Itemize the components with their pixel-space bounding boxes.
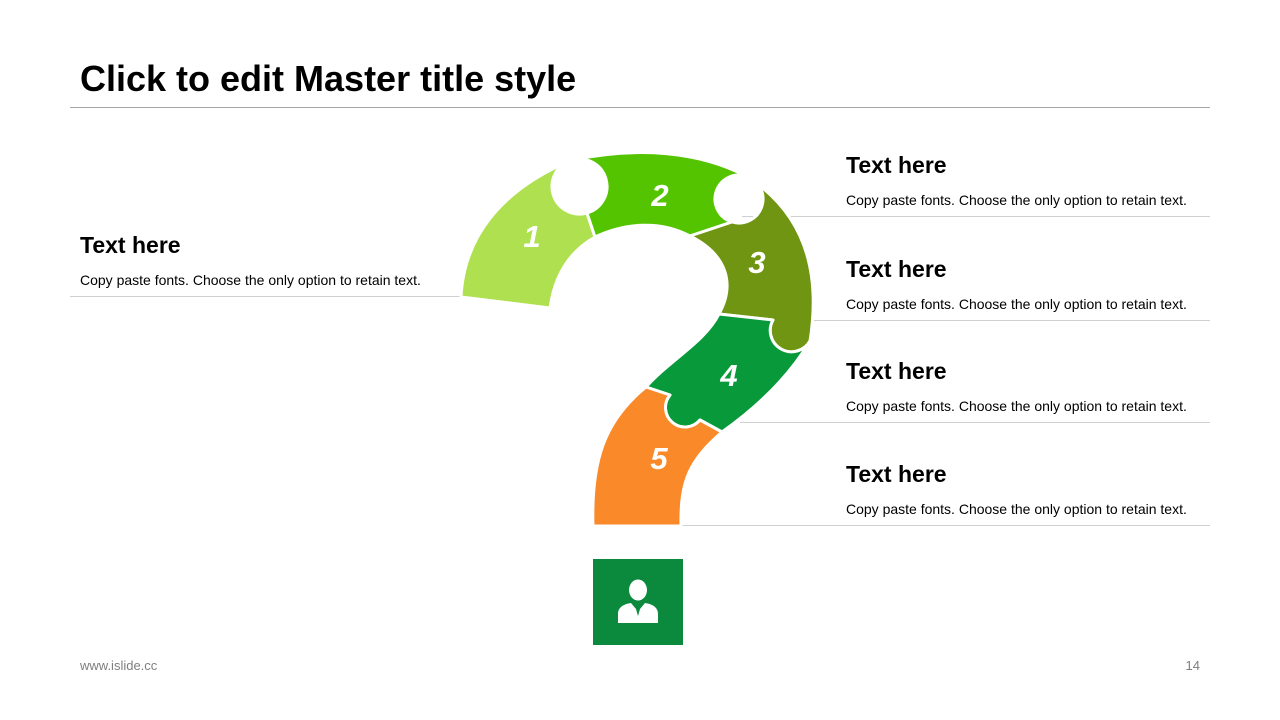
divider-line-right-4 xyxy=(680,525,1210,526)
puzzle-piece-1[interactable] xyxy=(459,158,597,310)
puzzle-piece-5[interactable] xyxy=(591,385,724,528)
user-icon-box[interactable] xyxy=(593,559,683,645)
piece-number-2: 2 xyxy=(650,178,668,213)
divider-line-right-1 xyxy=(742,216,1210,217)
text-block-right-3[interactable]: Text here Copy paste fonts. Choose the o… xyxy=(846,358,1187,414)
block-body: Copy paste fonts. Choose the only option… xyxy=(846,296,1187,312)
block-heading: Text here xyxy=(846,461,947,487)
block-heading: Text here xyxy=(80,232,181,258)
piece-number-4: 4 xyxy=(719,358,737,393)
icon-box-background xyxy=(593,559,683,645)
text-block-right-2[interactable]: Text here Copy paste fonts. Choose the o… xyxy=(846,256,1187,312)
divider-line-left xyxy=(70,296,462,297)
text-block-right-4[interactable]: Text here Copy paste fonts. Choose the o… xyxy=(846,461,1187,517)
piece-number-5: 5 xyxy=(650,441,668,476)
user-icon xyxy=(618,579,658,623)
text-block-right-1[interactable]: Text here Copy paste fonts. Choose the o… xyxy=(846,152,1187,208)
piece-number-1: 1 xyxy=(523,219,540,254)
piece-number-3: 3 xyxy=(748,245,765,280)
slide-title[interactable]: Click to edit Master title style xyxy=(80,58,577,99)
divider-line-right-2 xyxy=(812,320,1210,321)
block-body: Copy paste fonts. Choose the only option… xyxy=(80,272,421,288)
block-heading: Text here xyxy=(846,358,947,384)
block-body: Copy paste fonts. Choose the only option… xyxy=(846,398,1187,414)
divider-line-right-3 xyxy=(740,422,1210,423)
page-number: 14 xyxy=(1185,658,1200,673)
footer-url[interactable]: www.islide.cc xyxy=(80,658,158,673)
block-heading: Text here xyxy=(846,256,947,282)
block-body: Copy paste fonts. Choose the only option… xyxy=(846,192,1187,208)
block-body: Copy paste fonts. Choose the only option… xyxy=(846,501,1187,517)
title-divider xyxy=(70,107,1210,108)
text-block-left[interactable]: Text here Copy paste fonts. Choose the o… xyxy=(80,232,421,288)
block-heading: Text here xyxy=(846,152,947,178)
